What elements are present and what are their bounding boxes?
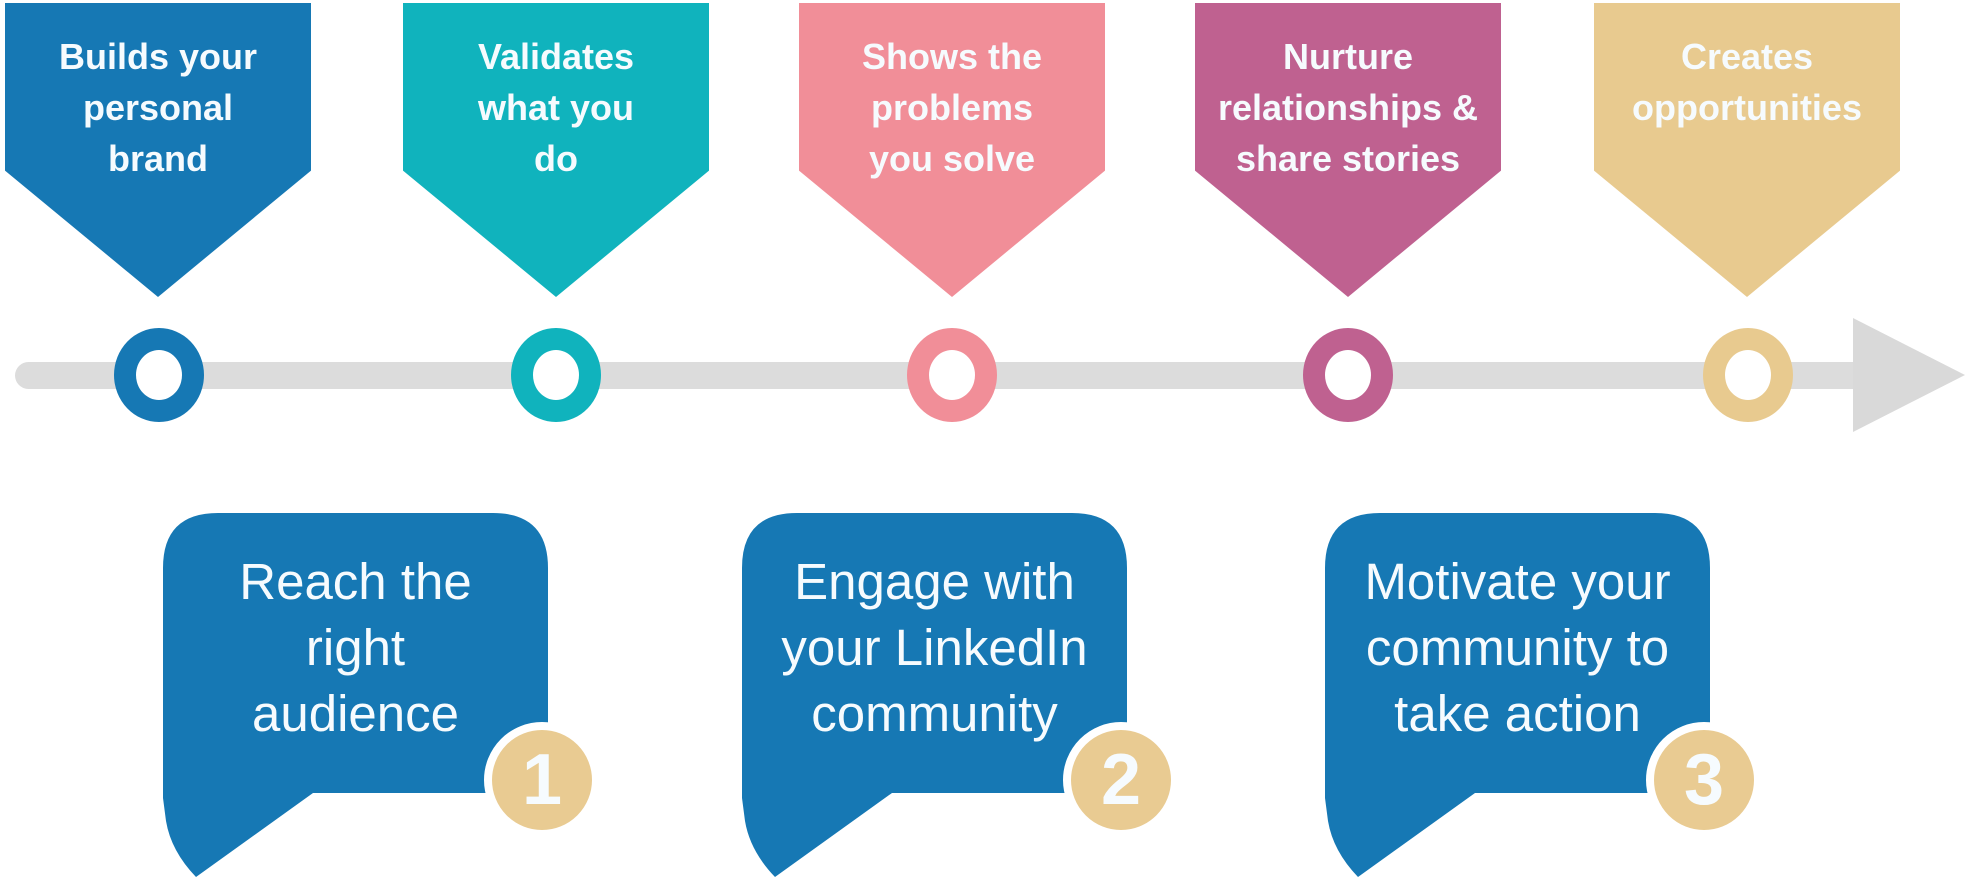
banner-personal-brand-label: Builds your personal brand bbox=[58, 36, 258, 179]
timeline-marker-3 bbox=[907, 328, 997, 422]
banner-opportunities-label: Creates opportunities bbox=[1632, 36, 1862, 128]
step-bubble-1-shape bbox=[163, 513, 548, 877]
banner-relationships-label: Nurture relationships & share stories bbox=[1217, 36, 1479, 179]
step-badge-2: 2 bbox=[1063, 722, 1179, 838]
step-bubble-3-shape bbox=[1325, 513, 1710, 877]
step-bubble-1 bbox=[163, 513, 548, 877]
timeline-marker-5 bbox=[1703, 328, 1793, 422]
step-badge-3: 3 bbox=[1646, 722, 1762, 838]
banner-opportunities: Creates opportunities bbox=[1594, 3, 1900, 297]
banner-relationships: Nurture relationships & share stories bbox=[1195, 3, 1501, 297]
step-badge-1: 1 bbox=[484, 722, 600, 838]
banner-validates-label: Validates what you do bbox=[477, 36, 635, 179]
timeline-marker-2 bbox=[511, 328, 601, 422]
step-bubble-2-label: Engage with your LinkedIn community bbox=[781, 553, 1088, 742]
banner-validates: Validates what you do bbox=[403, 3, 709, 297]
step-bubble-2 bbox=[742, 513, 1127, 877]
step-bubble-1-label: Reach the right audience bbox=[239, 553, 472, 742]
timeline-marker-4 bbox=[1303, 328, 1393, 422]
banner-personal-brand: Builds your personal brand bbox=[5, 3, 311, 297]
banner-problems-label: Shows the problems you solve bbox=[861, 36, 1043, 179]
banner-problems: Shows the problems you solve bbox=[799, 3, 1105, 297]
timeline-arrow-icon bbox=[1853, 318, 1965, 432]
timeline-marker-1 bbox=[114, 328, 204, 422]
step-bubble-3-label: Motivate your community to take action bbox=[1364, 553, 1671, 742]
step-bubble-2-shape bbox=[742, 513, 1127, 877]
step-bubble-3 bbox=[1325, 513, 1710, 877]
